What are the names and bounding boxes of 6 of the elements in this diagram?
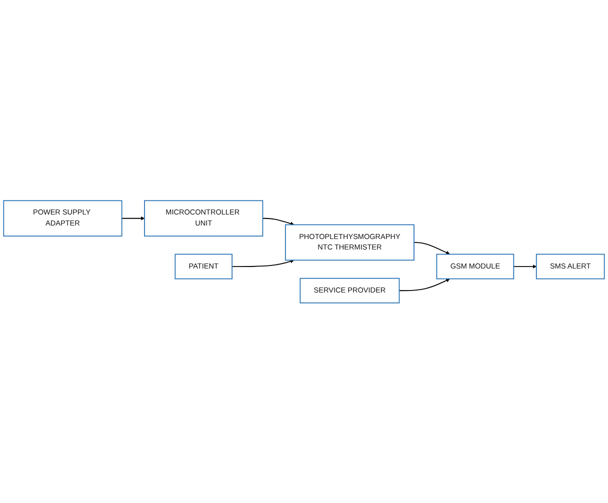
arrow xyxy=(414,242,450,254)
arrow xyxy=(513,264,537,268)
arrow xyxy=(232,259,294,267)
arrow xyxy=(121,216,145,220)
arrow xyxy=(398,278,450,291)
arrow xyxy=(262,218,294,226)
